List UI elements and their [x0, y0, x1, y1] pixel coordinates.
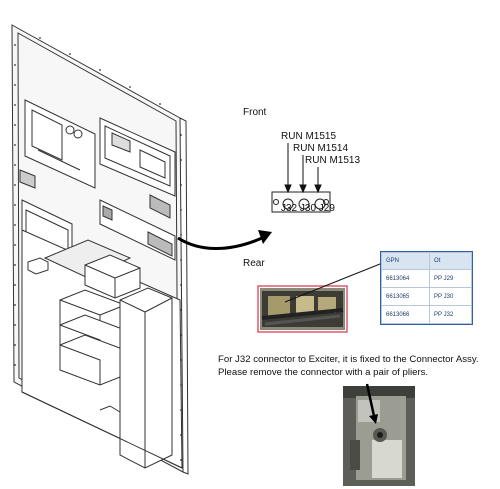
arrow-head-icon: [258, 230, 272, 244]
front-connector-block: [271, 191, 331, 213]
run-label-m1515: RUN M1515: [281, 131, 337, 142]
table-header-row: GPN Ot: [380, 252, 472, 270]
instruction-line-1: For J32 connector to Exciter, it is fixe…: [218, 354, 479, 365]
pointer-arrow: [177, 236, 263, 250]
tall-column: [119, 287, 173, 469]
table-cell-ot: PP J29: [429, 269, 472, 288]
table-row: 6613065 PP J30: [380, 287, 472, 306]
table-cell-ot: PP J30: [429, 287, 472, 306]
jack-labels: J32 J30 J29: [281, 203, 335, 214]
rear-photo: [257, 285, 348, 333]
table-row: 6613066 PP J32: [380, 305, 472, 324]
table-row: 6613064 PP J29: [380, 269, 472, 288]
table-cell-gpn: 6613066: [380, 305, 431, 324]
table-cell-gpn: 6613064: [380, 269, 431, 288]
table-cell-gpn: 6613065: [380, 287, 431, 306]
down-arrow-icon: [365, 383, 378, 424]
table-cell-ot: PP J32: [429, 305, 472, 324]
callout-line: [284, 257, 396, 303]
front-label: Front: [243, 107, 267, 118]
gpn-table: GPN Ot 6613064 PP J29 6613065 PP J30 661…: [380, 251, 473, 325]
run-label-m1513: RUN M1513: [305, 155, 361, 166]
top-panel: [24, 99, 96, 189]
table-header-ot: Ot: [429, 252, 472, 270]
instruction-line-2: Please remove the connector with a pair …: [218, 367, 429, 378]
instruction-note: For J32 connector to Exciter, it is fixe…: [218, 353, 500, 379]
j32-closeup-photo: [343, 386, 415, 486]
table-header-gpn: GPN: [380, 252, 431, 270]
run-label-m1514: RUN M1514: [293, 143, 349, 154]
rear-label: Rear: [243, 258, 265, 269]
